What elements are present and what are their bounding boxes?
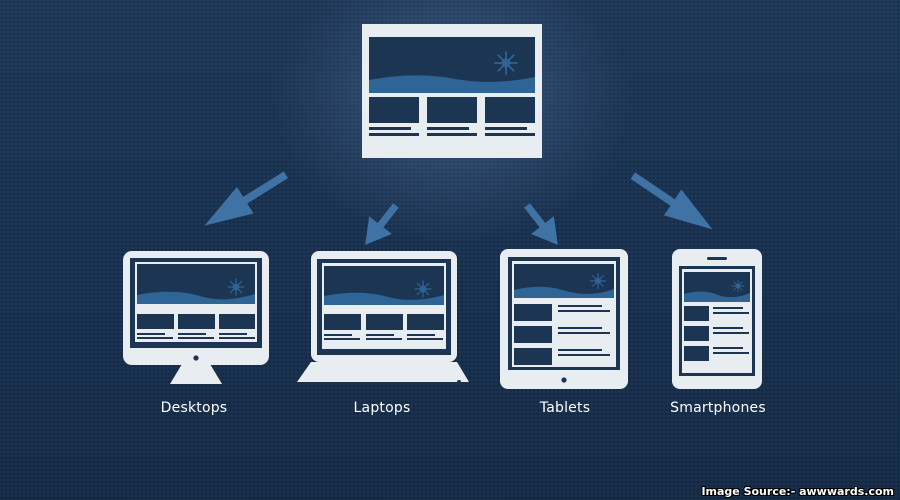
source-website-mockup — [362, 24, 542, 158]
arrow-to-smartphones-icon — [630, 172, 713, 230]
device-label-desktops: Desktops — [160, 400, 228, 416]
image-source-credit: Image Source:- awwwards.com — [701, 485, 894, 498]
arrow-to-tablets-icon — [524, 203, 558, 245]
desktop-monitor-icon — [123, 251, 269, 384]
laptop-icon — [297, 251, 469, 384]
device-label-tablets: Tablets — [539, 400, 591, 416]
arrow-to-laptops-icon — [365, 203, 399, 245]
smartphone-icon — [672, 249, 762, 389]
arrow-to-desktops-icon — [204, 171, 288, 226]
device-label-laptops: Laptops — [353, 400, 411, 416]
tablet-icon — [500, 249, 628, 389]
device-label-smartphones: Smartphones — [670, 400, 766, 416]
sun-icon — [494, 51, 518, 75]
